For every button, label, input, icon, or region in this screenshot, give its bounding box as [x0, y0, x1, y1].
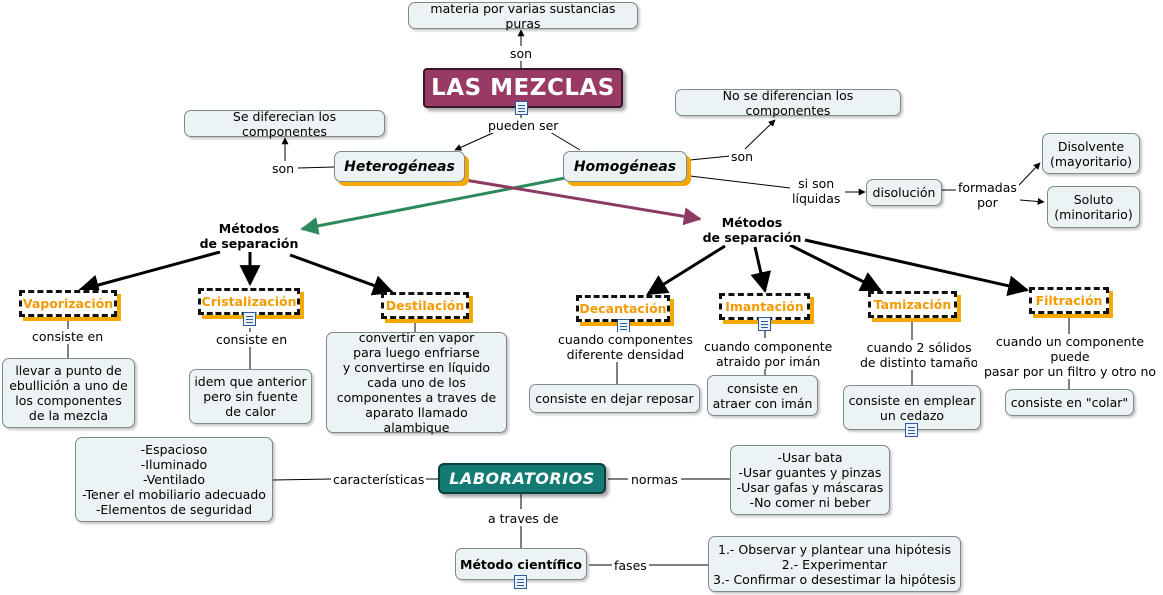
homogeneas-node[interactable]: Homogéneas	[563, 151, 687, 182]
vaporizacion-desc: llevar a punto de ebullición a uno de lo…	[2, 358, 135, 428]
formadas-por-label: formadas por	[956, 180, 1019, 210]
imantacion-node[interactable]: Imantación	[719, 293, 810, 320]
disolvente-node: Disolvente (mayoritario)	[1042, 133, 1140, 174]
pure-substances-box: materia por varias sustancias puras	[408, 1, 638, 31]
document-icon[interactable]	[243, 312, 256, 326]
tamizacion-desc: consiste en emplear un cedazo	[843, 385, 981, 430]
destilacion-desc: convertir en vapor para luego enfriarse …	[326, 330, 507, 435]
a-traves-de-label: a traves de	[486, 511, 561, 526]
imantacion-desc: consiste en atraer con imán	[707, 375, 818, 416]
cristalizacion-link-label: consiste en	[214, 332, 290, 347]
document-icon[interactable]	[617, 319, 630, 333]
si-son-liquidas-label: si son líquidas	[790, 176, 843, 206]
soluto-node: Soluto (minoritario)	[1047, 186, 1140, 228]
document-icon[interactable]	[515, 101, 528, 115]
decantacion-desc: consiste en dejar reposar	[529, 384, 700, 413]
imantacion-link-label: cuando componente atraido por imán	[702, 339, 835, 369]
filtracion-node[interactable]: Filtración	[1029, 287, 1109, 314]
tamizacion-link-label: cuando 2 sólidos de distinto tamaño	[858, 340, 981, 370]
decantacion-link-label: cuando componentes diferente densidad	[556, 332, 695, 362]
disolucion-node: disolución	[866, 179, 942, 206]
vaporizacion-node[interactable]: Vaporización	[19, 290, 117, 317]
fases-label: fases	[612, 558, 649, 573]
normas-box: -Usar bata -Usar guantes y pinzas -Usar …	[730, 445, 890, 515]
document-icon[interactable]	[905, 423, 918, 437]
decantacion-node[interactable]: Decantación	[576, 295, 670, 322]
fases-box: 1.- Observar y plantear una hipótesis 2.…	[708, 536, 961, 592]
hom-son-label: son	[729, 149, 756, 164]
cristalizacion-node[interactable]: Cristalización	[198, 288, 300, 315]
filtracion-desc: consiste en "colar"	[1005, 389, 1134, 416]
son-link-label: son	[508, 46, 535, 61]
vaporizacion-link-label: consiste en	[30, 329, 106, 344]
document-icon[interactable]	[758, 317, 771, 331]
tamizacion-node[interactable]: Tamización	[868, 291, 957, 318]
metodos-separacion-right: Métodos de separación	[701, 215, 803, 245]
caracteristicas-box: -Espacioso -Iluminado -Ventilado -Tener …	[75, 437, 273, 522]
metodos-separacion-left: Métodos de separación	[198, 221, 300, 251]
laboratorios-node[interactable]: LABORATORIOS	[438, 463, 606, 494]
normas-label: normas	[629, 472, 680, 487]
het-son-label: son	[270, 161, 297, 176]
document-icon[interactable]	[514, 575, 527, 589]
caracteristicas-label: características	[331, 472, 427, 487]
metodo-cientifico-node[interactable]: Método científico	[455, 548, 587, 580]
heterogeneas-node[interactable]: Heterogéneas	[334, 151, 465, 182]
pueden-ser-label: pueden ser	[486, 118, 561, 133]
cristalizacion-desc: idem que anterior pero sin fuente de cal…	[189, 369, 312, 424]
destilacion-node[interactable]: Destilación	[381, 292, 469, 319]
het-description-box: Se diferecian los componentes	[184, 109, 385, 139]
filtracion-link-label: cuando un componente puede pasar por un …	[977, 334, 1163, 379]
hom-description-box: No se diferencian los componentes	[675, 88, 901, 118]
